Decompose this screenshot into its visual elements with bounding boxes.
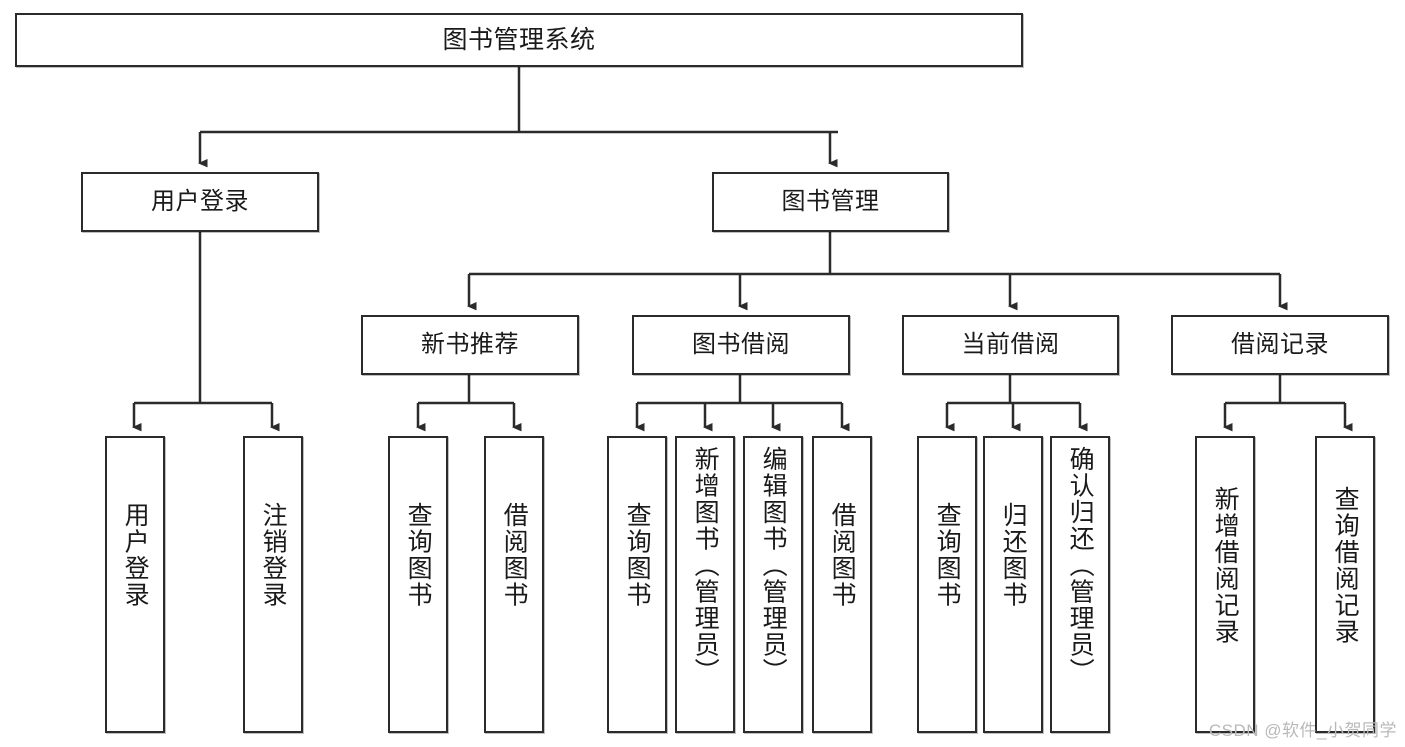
node-leaf-edit-book-admin-label: 编辑图书（管理员） <box>759 446 788 685</box>
node-leaf-edit-book-admin[interactable]: 编辑图书（管理员） <box>743 436 803 733</box>
node-leaf-borrow-book-1[interactable]: 借阅图书 <box>484 436 544 733</box>
node-leaf-query-book-3[interactable]: 查询图书 <box>917 436 977 733</box>
watermark: CSDN @软件_小贺同学 <box>1208 721 1397 740</box>
node-leaf-user-login[interactable]: 用户登录 <box>105 436 165 733</box>
node-current-borrow[interactable]: 当前借阅 <box>902 315 1119 375</box>
node-leaf-borrow-book-2-label: 借阅图书 <box>828 502 857 608</box>
node-leaf-borrow-book-2[interactable]: 借阅图书 <box>812 436 872 733</box>
node-leaf-confirm-return-admin[interactable]: 确认归还（管理员） <box>1050 436 1110 733</box>
node-leaf-query-borrow-record[interactable]: 查询借阅记录 <box>1315 436 1375 733</box>
node-user-login[interactable]: 用户登录 <box>81 172 319 232</box>
node-leaf-query-book-1[interactable]: 查询图书 <box>388 436 448 733</box>
node-leaf-borrow-book-1-label: 借阅图书 <box>500 502 529 608</box>
node-leaf-add-borrow-record[interactable]: 新增借阅记录 <box>1195 436 1255 733</box>
node-leaf-add-borrow-record-label: 新增借阅记录 <box>1211 486 1240 645</box>
node-new-book-recommend-label: 新书推荐 <box>421 330 519 358</box>
node-book-manage[interactable]: 图书管理 <box>712 172 949 232</box>
node-leaf-add-book-admin[interactable]: 新增图书（管理员） <box>675 436 735 733</box>
node-leaf-add-book-admin-label: 新增图书（管理员） <box>691 446 720 685</box>
node-leaf-logout-login-label: 注销登录 <box>259 502 288 608</box>
node-user-login-label: 用户登录 <box>151 187 249 215</box>
node-leaf-logout-login[interactable]: 注销登录 <box>243 436 303 733</box>
node-current-borrow-label: 当前借阅 <box>961 330 1060 358</box>
node-leaf-confirm-return-admin-label: 确认归还（管理员） <box>1066 446 1095 685</box>
node-book-manage-label: 图书管理 <box>781 187 880 215</box>
node-book-borrow-label: 图书借阅 <box>692 330 790 358</box>
node-leaf-query-borrow-record-label: 查询借阅记录 <box>1331 486 1360 645</box>
node-root[interactable]: 图书管理系统 <box>15 13 1023 67</box>
node-leaf-return-book[interactable]: 归还图书 <box>983 436 1043 733</box>
node-leaf-query-book-2-label: 查询图书 <box>623 502 652 608</box>
node-leaf-return-book-label: 归还图书 <box>999 502 1028 608</box>
node-leaf-query-book-3-label: 查询图书 <box>933 502 962 608</box>
node-leaf-query-book-1-label: 查询图书 <box>404 502 433 608</box>
node-leaf-user-login-label: 用户登录 <box>121 502 150 608</box>
node-leaf-query-book-2[interactable]: 查询图书 <box>607 436 667 733</box>
node-borrow-record[interactable]: 借阅记录 <box>1171 315 1389 375</box>
node-book-borrow[interactable]: 图书借阅 <box>632 315 850 375</box>
node-root-label: 图书管理系统 <box>442 26 596 54</box>
node-borrow-record-label: 借阅记录 <box>1231 330 1329 358</box>
node-new-book-recommend[interactable]: 新书推荐 <box>361 315 579 375</box>
